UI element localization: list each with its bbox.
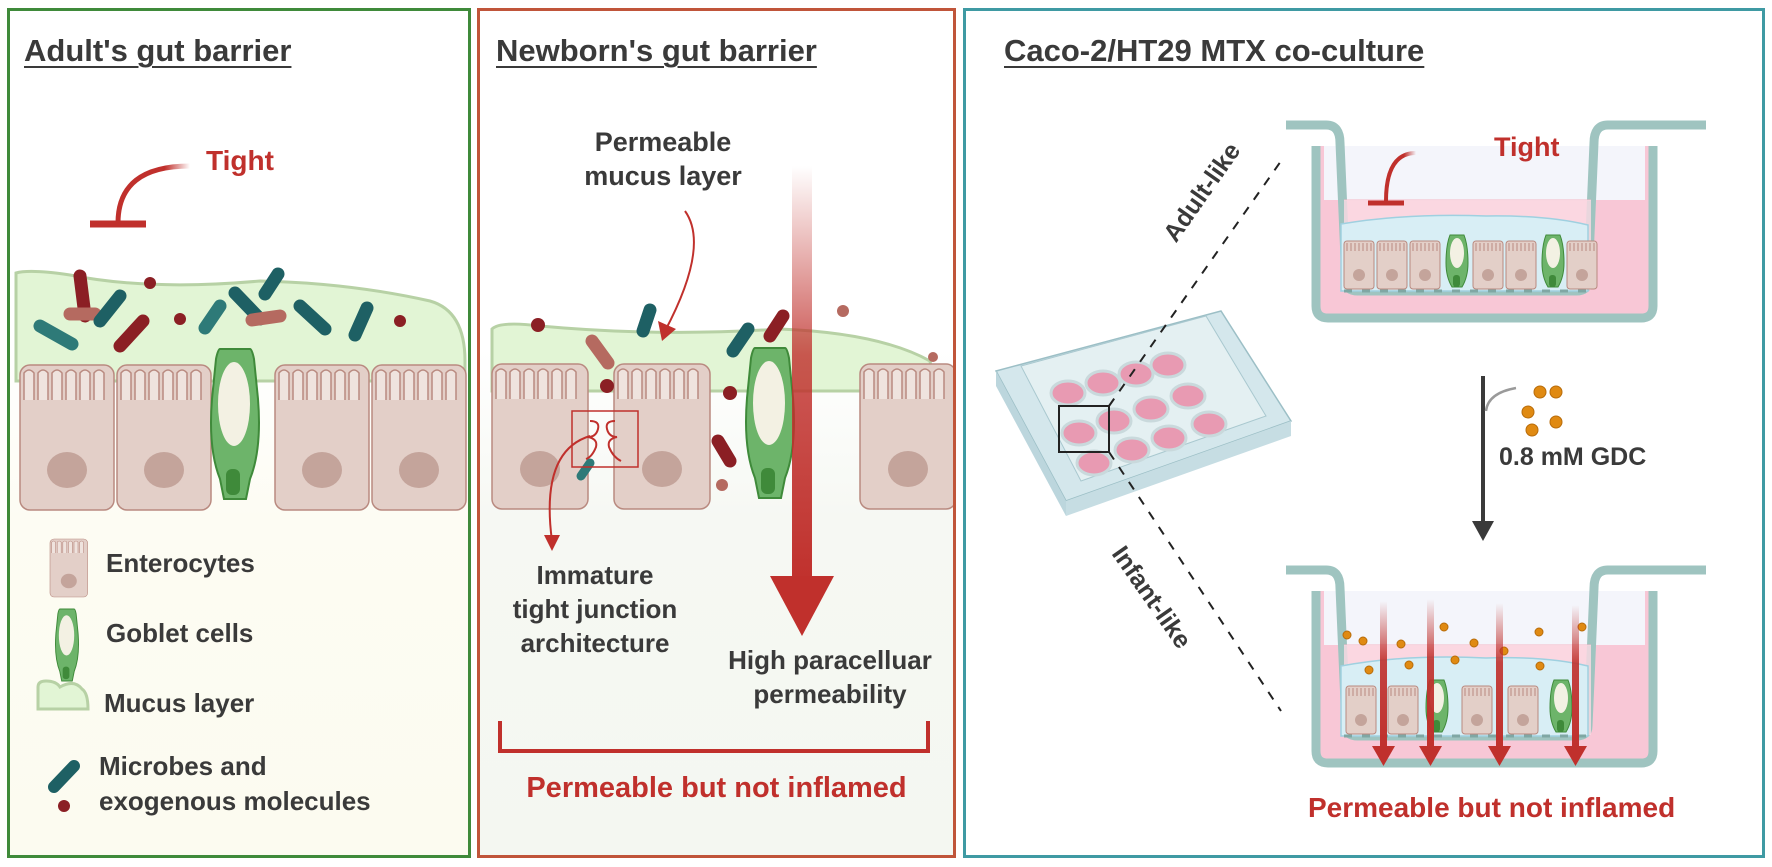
gdc-molecules xyxy=(1342,622,1587,675)
adult-guide-line xyxy=(1108,160,1282,407)
infant-guide-line xyxy=(1108,451,1282,712)
microbes xyxy=(576,303,790,481)
high-permeability-label-line1: High paracelluar xyxy=(728,645,932,675)
mucus-layer-icon xyxy=(36,679,90,711)
arrow-head-icon xyxy=(658,321,676,341)
permeability-arrows xyxy=(1372,599,1587,766)
legend-microbes-line2: exogenous molecules xyxy=(99,786,371,816)
transwell-adult xyxy=(1286,125,1706,318)
permeable-mucus-label: Permeable mucus layer xyxy=(558,125,768,193)
high-permeability-label-line2: permeability xyxy=(753,679,907,709)
legend-enterocytes: Enterocytes xyxy=(106,548,255,578)
high-permeability-label: High paracelluar permeability xyxy=(705,643,955,711)
immature-junction-label-line2: tight junction xyxy=(512,594,678,624)
adult-tight-label: Tight xyxy=(206,145,274,176)
immature-junction-label-line3: architecture xyxy=(520,628,670,658)
permeability-arrow-head-icon xyxy=(770,576,834,636)
microbes xyxy=(33,267,374,353)
goblet-cell-icon xyxy=(54,608,80,682)
molecules xyxy=(531,305,938,491)
permeability-arrow-shaft xyxy=(792,166,812,586)
immature-junction-label-line1: Immature xyxy=(536,560,654,590)
tight-junction-box xyxy=(571,410,639,468)
culture-panel-title: Caco-2/HT29 MTX co-culture xyxy=(1004,33,1425,68)
newborn-gut-barrier-panel: Newborn's gut barrier xyxy=(477,8,956,858)
permeable-mucus-label-line2: mucus layer xyxy=(584,161,742,191)
newborn-conclusion: Permeable but not inflamed xyxy=(526,772,907,804)
enterocyte-icon xyxy=(49,538,88,598)
newborn-panel-title: Newborn's gut barrier xyxy=(496,33,817,68)
molecules xyxy=(144,277,406,327)
culture-conclusion: Permeable but not inflamed xyxy=(1308,792,1676,823)
gdc-treatment-label: 0.8 mM GDC xyxy=(1499,443,1647,471)
microbe-icon xyxy=(48,760,80,793)
adult-panel-title: Adult's gut barrier xyxy=(24,33,292,68)
well-plate-icon xyxy=(994,310,1293,516)
molecule-icon xyxy=(58,800,70,812)
newborn-epithelium-illustration xyxy=(490,166,953,753)
adult-epithelium-illustration xyxy=(14,163,467,812)
arrow-head-icon xyxy=(544,535,560,551)
caco2-coculture-panel: Caco-2/HT29 MTX co-culture xyxy=(963,8,1765,858)
adult-gut-barrier-panel: Adult's gut barrier xyxy=(7,8,471,858)
mucus-layer xyxy=(490,322,937,393)
selected-well-box xyxy=(1058,405,1110,453)
legend-mucus-layer: Mucus layer xyxy=(104,688,255,718)
coculture-illustration xyxy=(994,11,1762,855)
immature-junction-label: Immature tight junction architecture xyxy=(480,558,710,660)
legend-microbes-line1: Microbes and xyxy=(99,751,267,781)
transwell-infant xyxy=(1286,570,1706,766)
culture-tight-label: Tight xyxy=(1494,132,1560,162)
gdc-icon xyxy=(1521,385,1563,437)
legend-goblet-cells: Goblet cells xyxy=(106,618,254,648)
permeable-mucus-label-line1: Permeable xyxy=(594,127,732,157)
treatment-arrow-icon xyxy=(1472,521,1494,541)
summary-bracket xyxy=(498,721,930,753)
